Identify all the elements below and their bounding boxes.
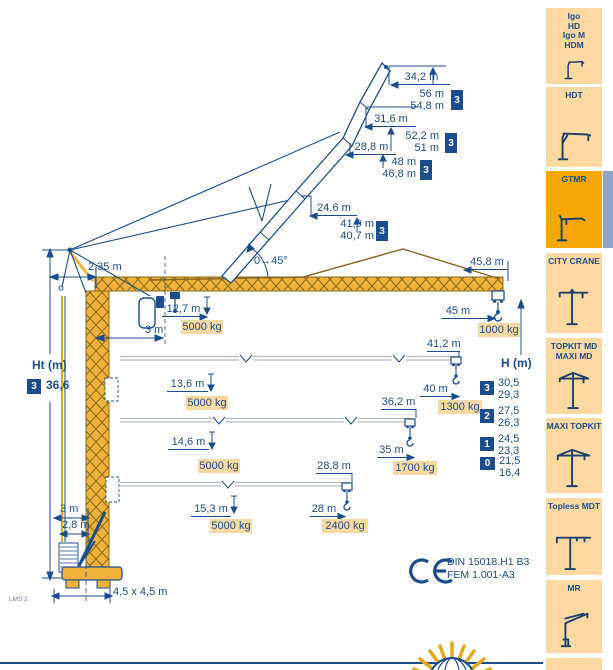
sidebar-item-label: Igo HD Igo M HDM [562, 11, 586, 50]
dim-head-offset: 2,35 m [88, 261, 122, 273]
luffing-jib-crane-icon [560, 612, 589, 648]
hook-reeving-badge: 3 [420, 160, 432, 180]
hook-reeving-badge: 3 [451, 90, 463, 110]
jib-end-trolley [491, 290, 505, 322]
sidebar-item-label: GTMR [561, 174, 587, 184]
hook-height-badge-2: 2 [480, 409, 494, 423]
dimension-lines [42, 65, 525, 603]
dim-footprint: 4,5 x 4,5 m [113, 586, 168, 598]
tower-height-badge: 3 [27, 379, 41, 394]
tower-height-label: Ht (m) [32, 358, 67, 372]
height-values-48: 48 m 46,8 m [382, 156, 416, 180]
tower-height-value: 36,6 [46, 378, 70, 392]
sidebar-item-topkit-md[interactable]: TOPKIT MD MAXI MD [546, 338, 602, 414]
hoist-winch [156, 296, 164, 308]
doc-code: LMS 2 [9, 596, 28, 603]
hook-reeving-badge: 3 [445, 133, 457, 153]
hook-reeving-badge: 3 [376, 221, 388, 241]
dim-jib-length-36-2: 36,2 m [381, 396, 416, 410]
tip-load-1300: 1300 kg [438, 400, 482, 414]
self-erecting-crane-icon [564, 60, 585, 80]
mid-load-5000: 5000 kg [186, 396, 228, 410]
hook-height-badge-3: 3 [480, 381, 494, 395]
sidebar-item-label: MAXI TOPKIT [546, 421, 602, 431]
hook-height-values-0: 21,5 16,4 [499, 455, 521, 479]
standard-din: DIN 15018.H1 B3 [447, 556, 530, 568]
sidebar-item-city-crane[interactable]: CITY CRANE [546, 253, 602, 333]
dim-radius-28-8: 28,8 m [347, 141, 396, 155]
dim-radius-31-6: 31,6 m [366, 113, 416, 127]
crane-drawing [0, 61, 543, 670]
dim-tip-radius-28: 28 m [310, 503, 338, 517]
sidebar-item-label: MR [567, 583, 581, 593]
dim-mid-radius-12-7: 12,7 m [162, 303, 205, 317]
height-values-52-2: 52,2 m 51 m [405, 130, 439, 154]
sidebar-item-label: HDT [565, 90, 583, 100]
dim-tip-radius-35: 35 m [377, 444, 406, 458]
sidebar-item-label: CITY CRANE [548, 256, 600, 266]
crane-base [58, 296, 123, 604]
dim-base-width: 2,8 m [62, 519, 90, 531]
jib-tie-bars [149, 248, 501, 281]
self-erecting-crane-icon [556, 214, 586, 242]
topkit-tower-crane-icon [558, 371, 590, 410]
mid-load-5000: 5000 kg [210, 519, 252, 533]
trolley-hook-2 [404, 418, 416, 447]
self-erecting-crane-icon [557, 132, 592, 161]
height-values-56: 56 m 54,8 m [410, 88, 444, 112]
dim-jib-depth: 3 m [145, 324, 164, 336]
sidebar-item-partial[interactable] [546, 658, 602, 670]
luffing-angle-label: 0→45° [254, 255, 288, 267]
dim-mid-radius-14-6: 14,6 m [168, 436, 209, 450]
height-values-41-9: 41,9 m 40,7 m [340, 218, 374, 242]
dim-tip-radius-40: 40 m [420, 383, 451, 397]
dim-jib-length-45-8: 45,8 m [466, 256, 508, 270]
crane-jib [94, 276, 504, 292]
pulley [58, 285, 64, 291]
standard-fem: FEM 1.001-A3 [447, 569, 515, 581]
dim-radius-24-6: 24,6 m [311, 202, 357, 216]
sidebar-item-hdt[interactable]: HDT [546, 87, 602, 167]
sidebar-item-label: TOPKIT MD MAXI MD [550, 341, 598, 361]
mid-load-5000: 5000 kg [181, 320, 223, 334]
hook-height-values-3: 30,5 29,3 [498, 377, 520, 401]
sidebar-item-label: Topless MDT [547, 501, 601, 511]
dim-jib-length-41-2: 41,2 m [427, 338, 461, 352]
sidebar-item-topless-mdt[interactable]: Topless MDT [546, 498, 602, 575]
city-tower-crane-icon [558, 288, 589, 326]
ce-mark [409, 558, 453, 584]
extension-tip [384, 65, 388, 69]
active-page-tab[interactable] [603, 171, 613, 248]
tip-load-1700: 1700 kg [393, 461, 437, 475]
hook-height-label: H (m) [501, 356, 532, 370]
sidebar-item-igo-hd[interactable]: Igo HD Igo M HDM [546, 8, 602, 84]
topless-crane-icon [555, 536, 592, 571]
sidebar-item-gtmr[interactable]: GTMR [546, 171, 602, 248]
tip-load-1000: 1000 kg [478, 323, 520, 337]
mid-trolley [170, 292, 180, 313]
trolley-hook-3 [341, 482, 353, 511]
dim-radius-34-2: 34,2 m [393, 71, 450, 85]
hook-height-values-1: 24,5 23,3 [498, 433, 520, 457]
sidebar-item-maxi-topkit[interactable]: MAXI TOPKIT [546, 418, 602, 493]
dim-tip-radius-45: 45 m [441, 305, 475, 319]
dim-base-height: 3 m [60, 503, 79, 515]
maxi-topkit-crane-icon [556, 448, 591, 488]
mid-load-5000: 5000 kg [198, 459, 240, 473]
hook-height-values-2: 27,5 26,3 [498, 405, 520, 429]
dim-jib-length-28-8: 28,8 m [316, 460, 352, 474]
raised-jib-extension [221, 61, 391, 284]
hook-height-badge-1: 1 [480, 437, 494, 451]
dim-mid-radius-13-6: 13,6 m [167, 378, 208, 392]
hook-height-badge-0: 0 [480, 457, 495, 470]
dim-mid-radius-15-3: 15,3 m [191, 503, 231, 517]
globe-logo [430, 657, 474, 670]
rail-break-marks [212, 352, 406, 490]
winch-cab [138, 297, 156, 329]
mast-apex [67, 247, 73, 253]
trolley-hook-1 [450, 356, 462, 385]
tip-load-2400: 2400 kg [322, 519, 368, 533]
sidebar-item-mr[interactable]: MR [546, 580, 602, 653]
